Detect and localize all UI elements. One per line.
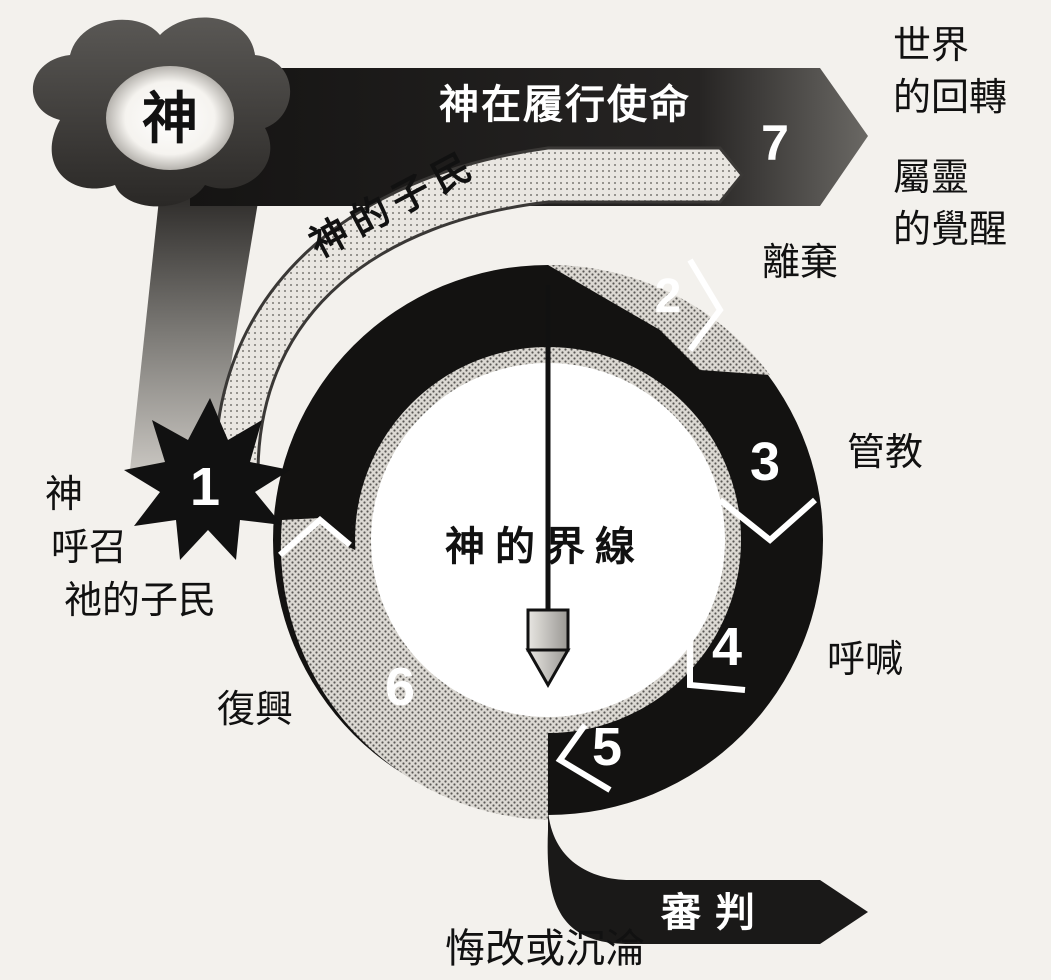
stage-6-number: 6	[385, 657, 415, 717]
stage-7-label: 世界 的回轉	[893, 23, 1007, 119]
segment-6-band	[280, 518, 548, 820]
judgment-label: 審判	[660, 890, 769, 936]
center-label: 神的界線	[445, 524, 645, 570]
people-arc	[213, 146, 744, 472]
bottom-label: 悔改或沉淪	[445, 926, 645, 972]
stage-7-label-line: 的回轉	[893, 75, 1007, 119]
stage-1-number: 1	[190, 457, 220, 517]
extra-outcome-line: 屬靈	[893, 155, 969, 199]
segment-2-band	[548, 264, 770, 375]
mission-label: 神在履行使命	[439, 82, 691, 128]
judgment-band	[547, 730, 868, 944]
stage-1-label: 神 呼召 祂的子民	[45, 472, 216, 622]
stage-4-label: 呼喊	[827, 637, 903, 681]
stage-3-number: 3	[750, 432, 780, 492]
stage-4-number: 4	[712, 617, 742, 677]
stage-5-number: 5	[592, 717, 622, 777]
stage-2-label: 離棄	[762, 240, 838, 284]
stage-3-label: 管教	[847, 430, 923, 474]
extra-outcome-line: 的覺醒	[893, 207, 1007, 251]
stage-chevrons	[278, 258, 817, 793]
stage-2-number: 2	[655, 270, 682, 323]
stage-1-label-line: 祂的子民	[64, 578, 216, 622]
extra-outcome-label: 屬靈 的覺醒	[893, 155, 1007, 251]
cloud-icon	[32, 17, 291, 207]
light-beam	[130, 190, 260, 470]
arrow-tip-icon	[525, 608, 571, 689]
stage-1-label-line: 神	[45, 472, 83, 516]
stage-6-label: 復興	[217, 687, 293, 731]
stage-1-label-line: 呼召	[51, 525, 127, 569]
stage-7-number: 7	[761, 115, 789, 171]
stage-7-label-line: 世界	[893, 23, 969, 67]
star-burst-icon	[124, 398, 290, 560]
cloud-label: 神	[142, 87, 198, 152]
